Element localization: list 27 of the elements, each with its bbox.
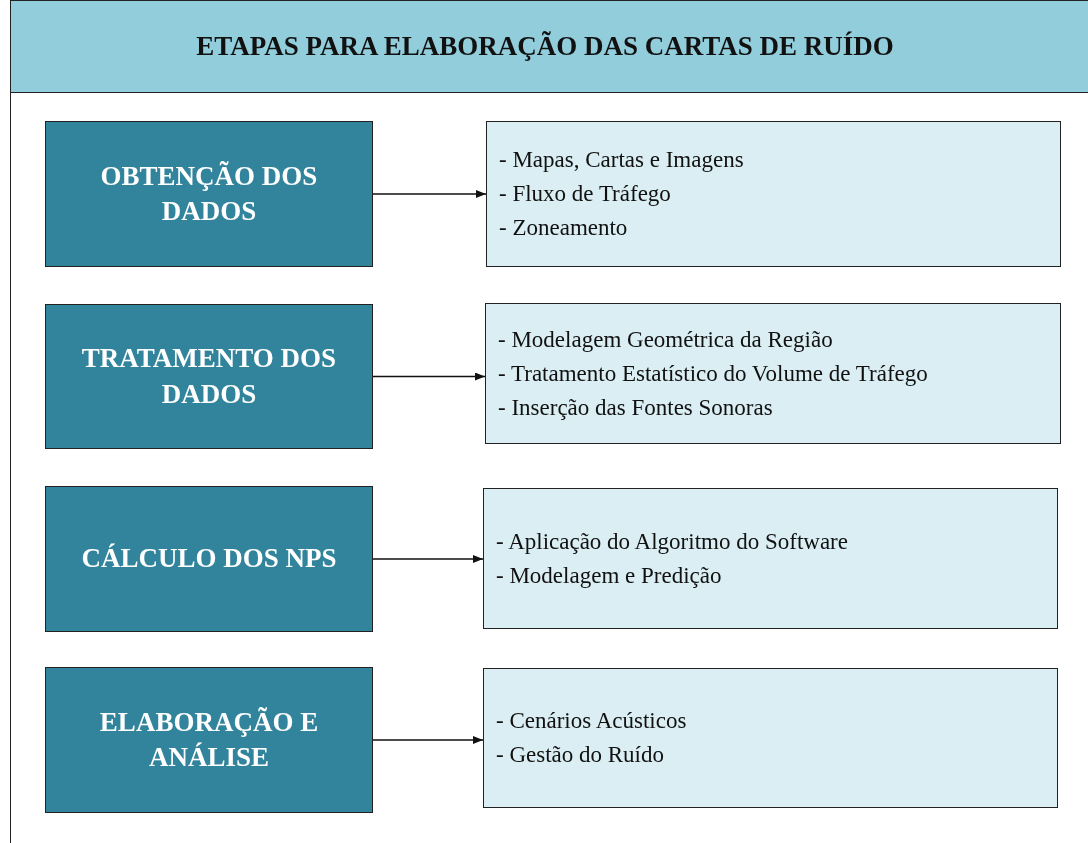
arrow xyxy=(372,372,486,381)
step-title: OBTENÇÃO DOS DADOS xyxy=(99,159,319,228)
step-box xyxy=(45,486,373,632)
list-item: - Zoneamento xyxy=(499,214,629,242)
list-item: - Fluxo de Tráfego xyxy=(499,180,672,208)
step-title: TRATAMENTO DOS DADOS xyxy=(80,342,338,411)
list-item: - Cenários Acústicos xyxy=(496,707,688,735)
detail-box xyxy=(483,668,1058,808)
detail-box xyxy=(483,488,1058,629)
list-item: - Aplicação do Algoritmo do Software xyxy=(496,527,849,556)
list-item: - Modelagem Geométrica da Região xyxy=(498,325,834,354)
list-item: - Mapas, Cartas e Imagens xyxy=(499,146,745,174)
detail-box xyxy=(485,303,1061,444)
step-title: ELABORAÇÃO E ANÁLISE xyxy=(98,705,320,774)
step-box xyxy=(45,121,373,267)
list-item: - Inserção das Fontes Sonoras xyxy=(498,393,774,422)
detail-box xyxy=(486,121,1061,267)
step-box xyxy=(45,304,373,449)
arrow xyxy=(372,736,484,744)
list-item: - Tratamento Estatístico do Volume de Tráfego xyxy=(498,359,929,388)
step-title: CÁLCULO DOS NPS xyxy=(81,542,337,576)
list-item: - Gestão do Ruído xyxy=(496,741,665,769)
arrow xyxy=(372,190,487,198)
title: ETAPAS PARA ELABORAÇÃO DAS CARTAS DE RUÍDO xyxy=(196,31,895,62)
arrow xyxy=(372,555,484,563)
list-item: - Modelagem e Predição xyxy=(496,561,723,590)
step-box xyxy=(45,667,373,813)
